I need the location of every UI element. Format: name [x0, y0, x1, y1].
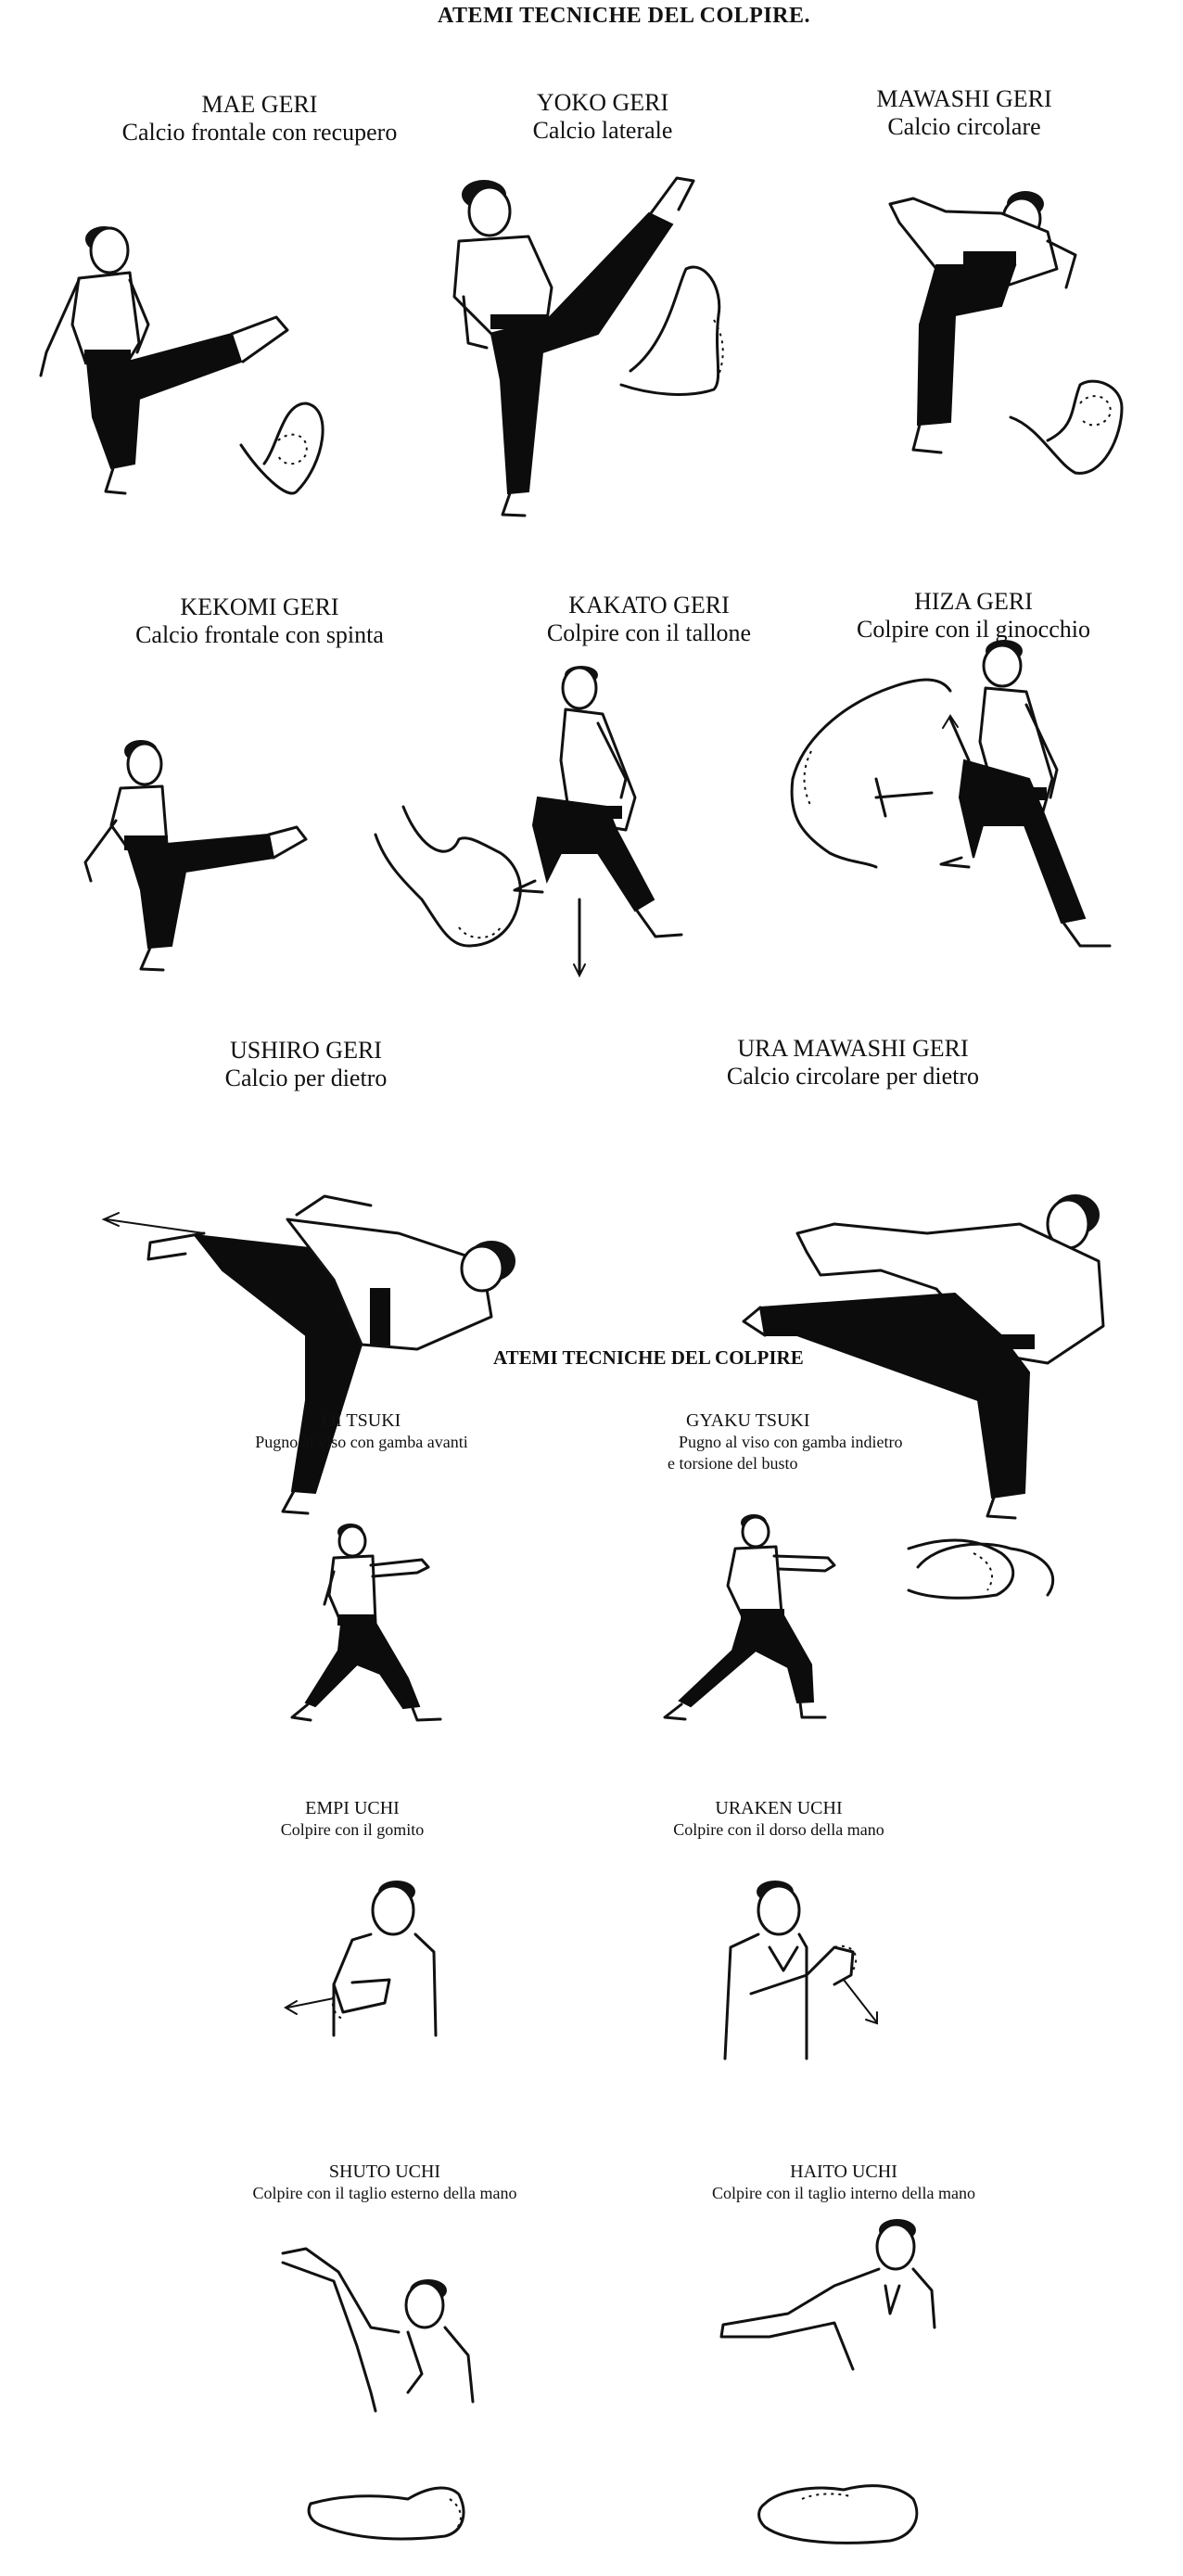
page-title-repeat: ATEMI TECNICHE DEL COLPIRE — [493, 1346, 804, 1369]
technique-mawashi-geri: MAWASHI GERI Calcio circolare — [834, 85, 1094, 141]
page-title: ATEMI TECNICHE DEL COLPIRE. — [438, 4, 811, 28]
technique-name: EMPI UCHI — [305, 1798, 400, 1818]
technique-name: GYAKU TSUKI — [686, 1410, 810, 1431]
technique-haito-uchi: HAITO UCHI Colpire con il taglio interno… — [677, 2161, 1011, 2204]
technique-description: Colpire con il taglio interno della mano — [712, 2184, 975, 2202]
oi-tsuki-illustration — [290, 1524, 442, 1722]
technique-shuto-uchi: SHUTO UCHI Colpire con il taglio esterno… — [218, 2161, 552, 2204]
uraken-uchi-illustration — [723, 1881, 878, 2060]
technique-description-line2: e torsione del busto — [668, 1453, 798, 1473]
technique-hiza-geri: HIZA GERI Colpire con il ginocchio — [834, 588, 1113, 644]
technique-kakato-geri: KAKATO GERI Colpire con il tallone — [519, 592, 779, 647]
technique-name: URAKEN UCHI — [715, 1798, 843, 1818]
technique-mae-geri: MAE GERI Calcio frontale con recupero — [121, 91, 399, 147]
ura-mawashi-geri-illustration — [742, 1194, 1105, 1597]
technique-description: Pugno al viso con gamba indietro — [679, 1433, 903, 1451]
technique-description: Calcio frontale con recupero — [121, 118, 398, 146]
technique-name: SHUTO UCHI — [328, 2162, 441, 2182]
technique-name: KAKATO GERI — [568, 592, 730, 618]
technique-description: Calcio circolare — [887, 112, 1041, 140]
mae-geri-illustration — [39, 226, 324, 495]
technique-uraken-uchi: URAKEN UCHI Colpire con il dorso della m… — [630, 1797, 927, 1841]
shuto-uchi-illustration — [281, 2247, 475, 2541]
technique-name: HIZA GERI — [914, 588, 1033, 615]
technique-name: MAWASHI GERI — [876, 85, 1052, 112]
technique-gyaku-tsuki: GYAKU TSUKI Pugno al viso con gamba indi… — [640, 1409, 918, 1473]
technique-ura-mawashi-geri: URA MAWASHI GERI Calcio circolare per di… — [705, 1035, 1001, 1090]
gyaku-tsuki-illustration — [663, 1514, 1015, 1721]
technique-description: Calcio per dietro — [224, 1064, 388, 1091]
technique-name: MAE GERI — [201, 91, 318, 118]
technique-name: HAITO UCHI — [790, 2162, 897, 2182]
technique-yoko-geri: YOKO GERI Calcio laterale — [473, 89, 732, 145]
hiza-geri-illustration — [790, 640, 1112, 948]
yoko-geri-illustration — [452, 176, 724, 517]
kakato-geri-illustration — [374, 666, 683, 978]
technique-description: Colpire con il gomito — [280, 1820, 425, 1839]
technique-name: USHIRO GERI — [230, 1037, 382, 1064]
technique-empi-uchi: EMPI UCHI Colpire con il gomito — [213, 1797, 491, 1841]
technique-description: Pugno al viso con gamba avanti — [255, 1433, 468, 1451]
technique-description: Colpire con il ginocchio — [856, 615, 1090, 643]
technique-name: URA MAWASHI GERI — [737, 1035, 969, 1062]
ushiro-geri-illustration — [101, 1194, 515, 1515]
technique-ushiro-geri: USHIRO GERI Calcio per dietro — [167, 1037, 445, 1092]
technique-name: OI TSUKI — [322, 1410, 401, 1431]
technique-description: Colpire con il tallone — [546, 618, 752, 646]
technique-name: KEKOMI GERI — [180, 593, 339, 620]
technique-description: Calcio frontale con spinta — [135, 620, 384, 648]
technique-description: Calcio circolare per dietro — [726, 1062, 980, 1090]
technique-oi-tsuki: OI TSUKI Pugno al viso con gamba avanti — [223, 1409, 501, 1453]
technique-description: Colpire con il dorso della mano — [673, 1820, 884, 1839]
kekomi-geri-illustration — [83, 740, 308, 972]
technique-name: YOKO GERI — [536, 89, 669, 116]
technique-description: Colpire con il taglio esterno della mano — [252, 2184, 517, 2202]
empi-uchi-illustration — [284, 1881, 438, 2037]
haito-uchi-illustration — [719, 2219, 936, 2544]
technique-description: Calcio laterale — [532, 116, 673, 144]
technique-kekomi-geri: KEKOMI GERI Calcio frontale con spinta — [121, 593, 399, 649]
mawashi-geri-illustration — [888, 191, 1124, 475]
